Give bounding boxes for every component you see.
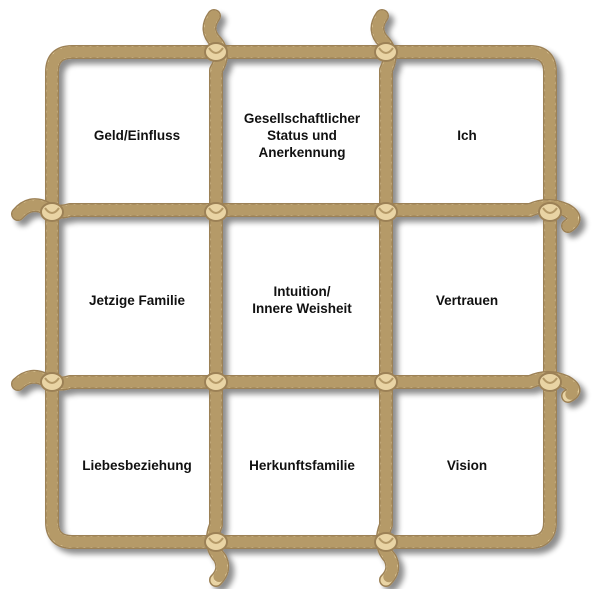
cell-gesellschaftlicher-status: Gesellschaftlicher Status und Anerkennun… (222, 70, 382, 200)
cell-herkunftsfamilie: Herkunftsfamilie (222, 400, 382, 530)
cell-liebesbeziehung: Liebesbeziehung (62, 400, 212, 530)
rope-horizontal-bottom (18, 377, 574, 396)
cell-intuition: Intuition/ Innere Weisheit (222, 230, 382, 370)
cell-vision: Vision (392, 400, 542, 530)
cell-jetzige-familie: Jetzige Familie (62, 230, 212, 370)
rope-horizontal-top (18, 205, 574, 226)
cell-geld-einfluss: Geld/Einfluss (62, 70, 212, 200)
cell-vertrauen: Vertrauen (392, 230, 542, 370)
cell-ich: Ich (392, 70, 542, 200)
